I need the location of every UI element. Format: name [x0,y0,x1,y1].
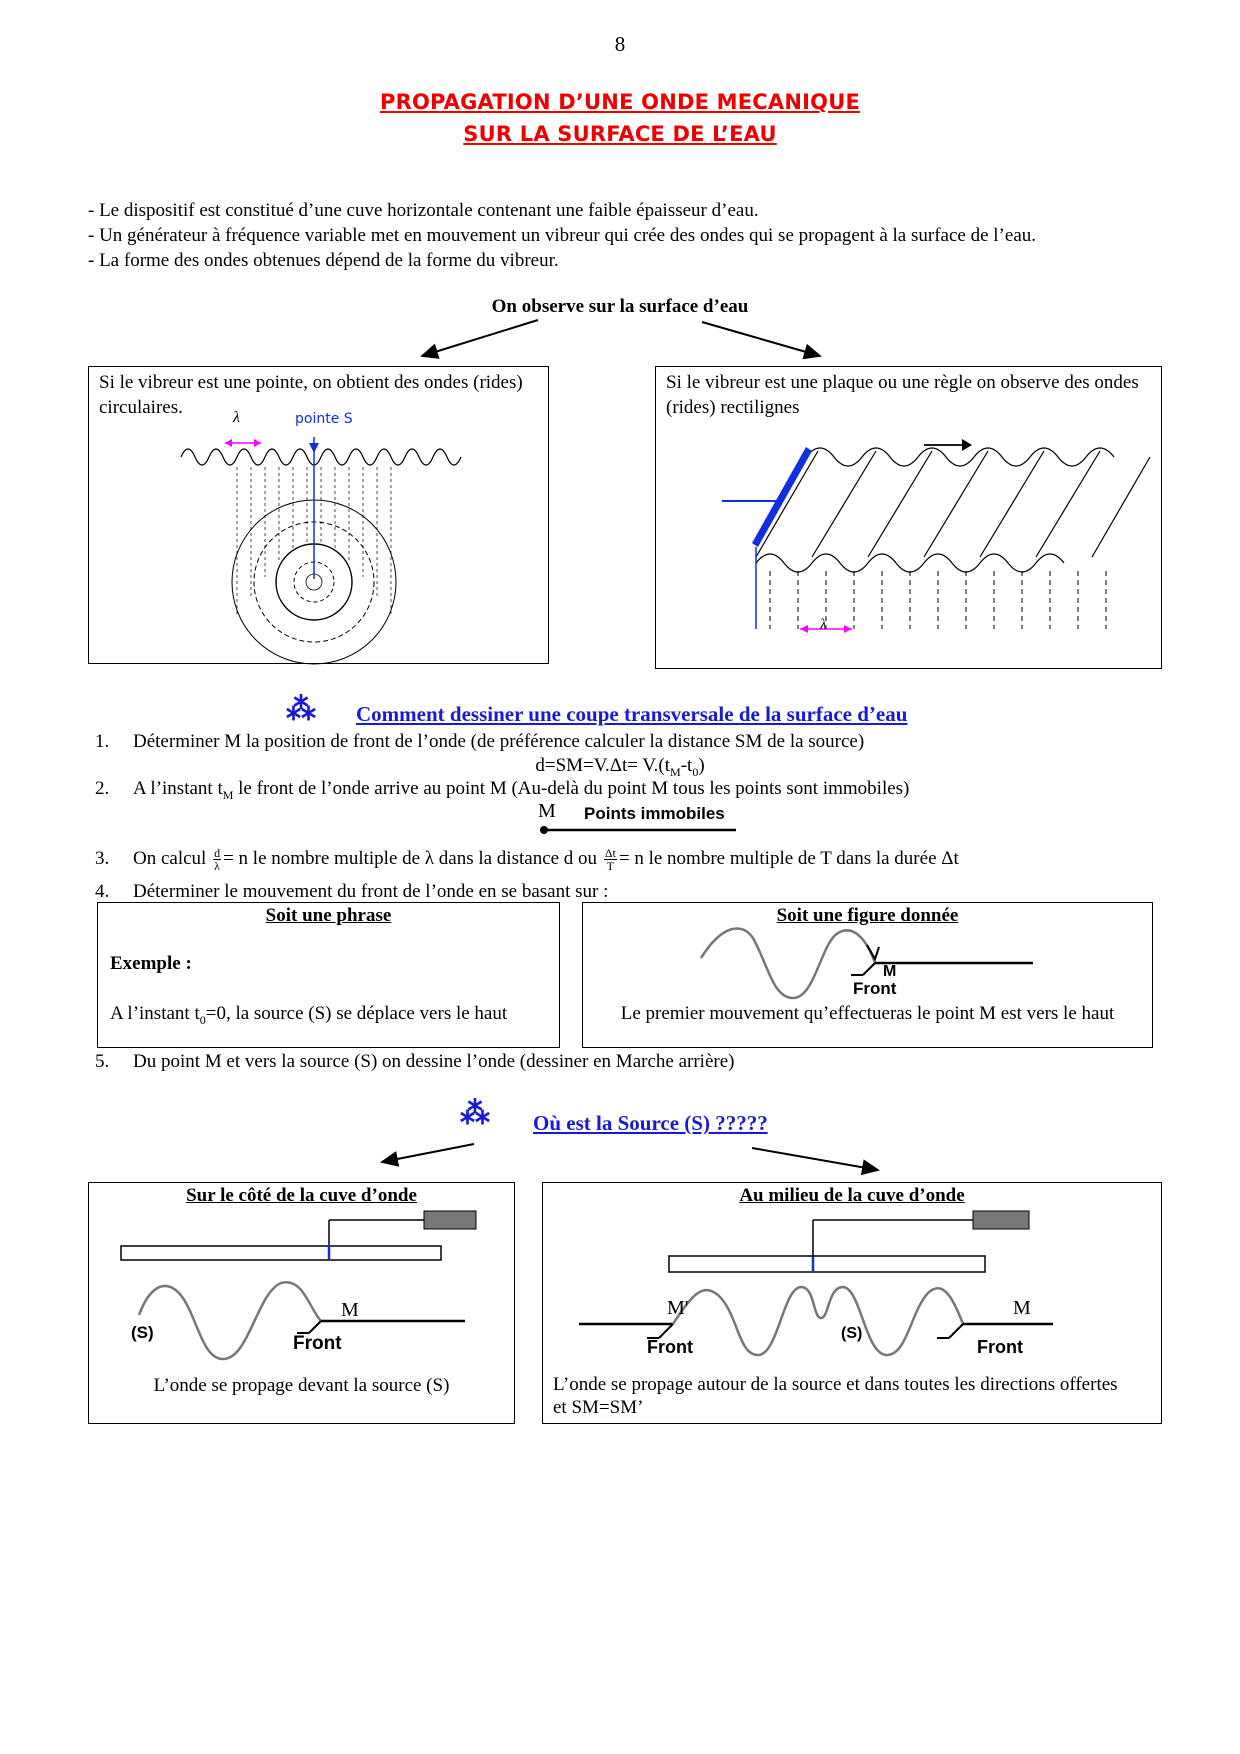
intro-line-1: - Le dispositif est constitué d’une cuve… [88,200,759,221]
source-arrows [380,1143,880,1176]
circular-waves-box: Si le vibreur est une pointe, on obtient… [88,366,549,665]
middle-m-prime-label: M' [667,1297,689,1319]
rectilinear-lambda-label: λ [820,617,827,633]
step-4-text: Déterminer le mouvement du front de l’on… [133,881,609,902]
rectilinear-waves-diagram [722,439,1151,633]
step-4-number: 4. [95,881,110,902]
frac1-top: d [213,846,222,861]
side-s-label: (S) [131,1323,154,1342]
step-5-number: 5. [95,1051,110,1072]
step-1-formula: d=SM=V.Δt= V.(tM-t0) [0,755,1240,780]
observe-heading: On observe sur la surface d’eau [491,296,749,317]
phrase-sub: 0 [199,1012,206,1027]
step-1-number: 1. [95,731,110,752]
section2-heading: Où est la Source (S) ????? [533,1111,768,1135]
middle-box-diagram [579,1210,1053,1357]
figure-front-label: Front [853,979,897,998]
frac1-bottom: λ [214,859,220,874]
step-1-text: Déterminer M la position de front de l’o… [133,731,865,752]
step-1: 1. Déterminer M la position de front de l… [95,730,864,754]
phrase-text-a: A l’instant t [110,1003,200,1024]
rectilinear-waves-text: Si le vibreur est une plaque ou une règl… [666,372,1139,418]
step-5-text: Du point M et vers la source (S) on dess… [133,1051,735,1072]
step-2-text-a: A l’instant t [133,778,223,799]
phrase-box: Soit une phrase Exemple : A l’instant t0… [97,902,560,1048]
section1-stars-icon: ⁂ [286,693,316,726]
figure-m-label: M [883,963,897,980]
page-number: 8 [614,32,626,56]
section1-heading: Comment dessiner une coupe transversale … [356,702,908,726]
formula-end: ) [698,755,705,776]
figure-box-text: Le premier mouvement qu’effectueras le p… [620,1003,1115,1024]
step-3-text-c: = n le nombre multiple de T dans la duré… [618,848,959,869]
step-3-text-a: On calcul [133,848,207,869]
frac2-top: Δt [603,846,617,861]
step-3-number: 3. [95,848,110,869]
side-box-diagram [120,1210,477,1361]
intro-line-2: - Un générateur à fréquence variable met… [88,225,1036,246]
circular-waves-text: Si le vibreur est une pointe, on obtient… [99,372,523,418]
phrase-text-b: =0, la source (S) se déplace vers le hau… [205,1003,508,1024]
figure-box: Soit une figure donnée M Front Le premie… [582,902,1153,1048]
middle-m-label: M [1013,1297,1031,1319]
example-label: Exemple : [110,953,192,974]
side-front-label: Front [293,1333,342,1354]
step-2: 2. A l’instant tM le front de l’onde arri… [95,777,909,807]
step-3-text-b: = n le nombre multiple de λ dans la dist… [223,848,598,869]
step-5: 5. Du point M et vers la source (S) on de… [95,1050,734,1074]
circular-waves-diagram [180,437,462,665]
intro-line-3: - La forme des ondes obtenues dépend de … [88,250,559,271]
side-m-label: M [341,1299,359,1321]
side-box-title: Sur le côté de la cuve d’onde [186,1185,417,1206]
middle-front-left-label: Front [647,1337,693,1357]
formula-sub-0: 0 [692,764,699,779]
middle-source-box: Au milieu de la cuve d’onde M' M (S) Fro… [542,1182,1162,1424]
middle-box-text: L’onde se propage autour de la source et… [553,1374,1118,1418]
formula-start: d=SM=V.Δt= V.(t [535,755,671,776]
middle-box-title: Au milieu de la cuve d’onde [739,1185,965,1206]
phrase-box-title: Soit une phrase [265,905,392,926]
section2-stars-icon: ⁂ [460,1097,490,1130]
step-2-text-b: le front de l’onde arrive au point M (Au… [233,778,910,799]
point-s-label: pointe S [295,411,353,427]
rectilinear-waves-box: Si le vibreur est une plaque ou une règl… [655,366,1162,669]
formula-mid: -t [680,755,693,776]
immobile-m-label: M [538,800,556,822]
phrase-text: A l’instant t0=0, la source (S) se dépla… [110,1003,507,1028]
step-4: 4. Déterminer le mouvement du front de l’… [95,880,608,904]
step-2-sub: M [222,787,234,802]
page-title-line1: PROPAGATION D’UNE ONDE MECANIQUE [379,90,861,114]
middle-front-right-label: Front [977,1337,1023,1357]
frac2-bottom: T [606,859,615,874]
side-box-text: L’onde se propage devant la source (S) [153,1375,450,1396]
side-source-box: Sur le côté de la cuve d’onde (S) M Fron… [88,1182,515,1424]
formula-sub-m: M [670,764,681,779]
middle-s-label: (S) [841,1325,863,1342]
points-immobiles-label: Points immobiles [584,804,725,823]
points-immobiles-diagram [540,826,736,834]
observe-arrows [420,319,822,360]
circular-lambda-label: λ [233,409,240,426]
step-2-number: 2. [95,778,110,799]
page-title-line2: SUR LA SURFACE DE L’EAU [463,122,777,146]
figure-box-title: Soit une figure donnée [776,905,959,926]
figure-box-wave [699,927,1033,1000]
